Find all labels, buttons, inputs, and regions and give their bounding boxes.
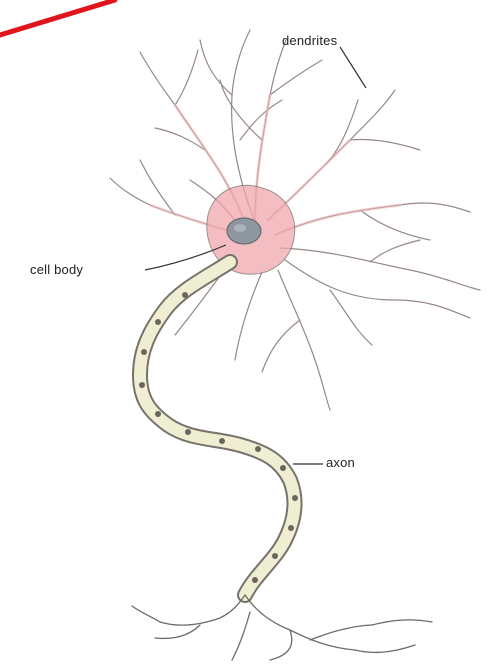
label-dendrites: dendrites — [282, 33, 337, 48]
red-stroke-mark — [0, 0, 115, 35]
label-axon: axon — [326, 455, 355, 470]
label-cell-body: cell body — [30, 262, 83, 277]
nucleus — [227, 218, 261, 244]
axon-myelinated — [139, 262, 298, 595]
dendrites-branches — [110, 30, 480, 410]
leader-dendrites — [340, 47, 366, 88]
axon-terminals — [132, 595, 432, 660]
